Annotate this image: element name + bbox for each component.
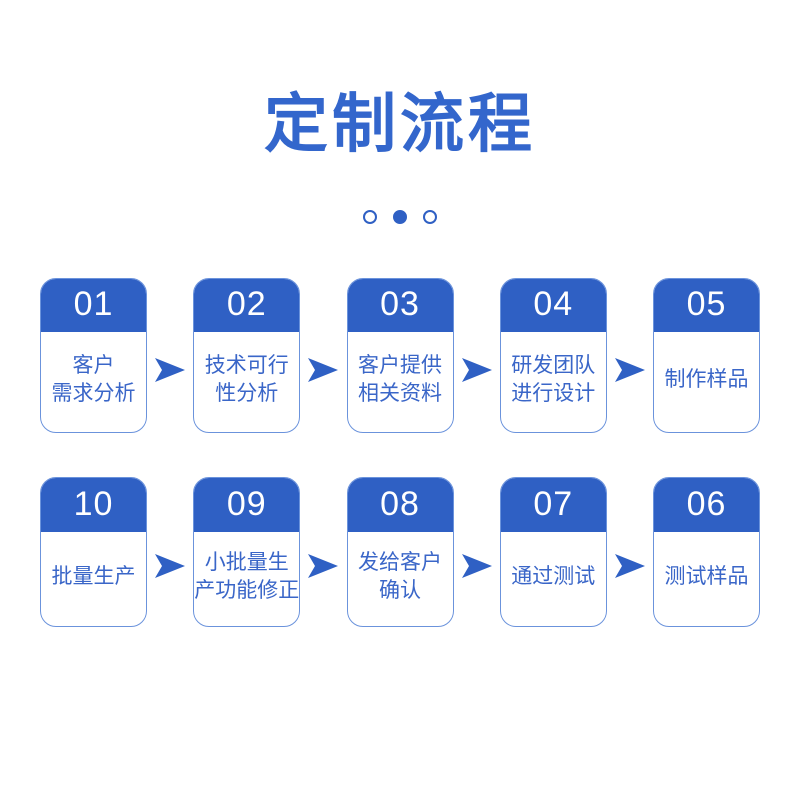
step-number-03: 03: [347, 279, 453, 332]
step-body-04: 研发团队 进行设计: [501, 332, 606, 433]
step-label-line: 研发团队: [511, 353, 596, 377]
step-body-03: 客户提供 相关资料: [348, 332, 453, 433]
step-label-line: 发给客户: [358, 550, 442, 574]
step-label-line: 产功能修正: [194, 578, 300, 602]
step-card-04[interactable]: 04 研发团队 进行设计: [499, 278, 607, 433]
step-label-line: 相关资料: [358, 381, 442, 405]
step-body-10: 批量生产: [41, 532, 146, 627]
step-body-01: 客户 需求分析: [41, 332, 146, 433]
step-label-line: 进行设计: [511, 381, 596, 405]
flow-connector-2: [300, 278, 346, 433]
step-body-07: 通过测试: [501, 532, 606, 627]
step-body-02: 技术可行 性分析: [194, 332, 299, 433]
flow-connector-1: [147, 278, 193, 433]
step-body-09: 小批量生 产功能修正: [194, 532, 299, 627]
step-label-line: 技术可行: [204, 353, 289, 377]
arrow-right-icon: [461, 554, 492, 578]
step-label-line: 性分析: [215, 381, 279, 405]
flow-connector-6: [300, 477, 346, 627]
step-card-07[interactable]: 07 通过测试: [499, 477, 607, 627]
step-label-line: 小批量生: [204, 550, 289, 574]
step-card-09[interactable]: 09 小批量生 产功能修正: [193, 477, 301, 627]
step-label-line: 测试样品: [664, 564, 749, 588]
flow-row-2: 10 批量生产 09 小批量生 产功能修正 08 发给客户 确认 07: [40, 477, 760, 627]
step-body-08: 发给客户 确认: [348, 532, 453, 627]
arrow-right-icon: [308, 357, 339, 382]
step-label-line: 需求分析: [51, 381, 136, 405]
flow-row-1: 01 客户 需求分析 02 技术可行 性分析 03 客户提供 相关资料: [40, 278, 760, 433]
step-number-01: 01: [41, 279, 146, 332]
step-card-08[interactable]: 08 发给客户 确认: [346, 477, 454, 627]
step-card-03[interactable]: 03 客户提供 相关资料: [346, 278, 454, 433]
page-title: 定制流程: [264, 88, 536, 160]
carousel-dots: [0, 210, 800, 224]
step-label-line: 批量生产: [51, 564, 136, 588]
step-number-05: 05: [654, 279, 759, 332]
step-number-08: 08: [347, 478, 453, 532]
arrow-right-icon: [461, 357, 492, 382]
step-card-02[interactable]: 02 技术可行 性分析: [193, 278, 301, 433]
step-card-01[interactable]: 01 客户 需求分析: [40, 278, 147, 433]
arrow-right-icon: [614, 357, 645, 382]
step-label-line: 制作样品: [664, 367, 749, 391]
flow-connector-7: [454, 477, 500, 627]
arrow-right-icon: [614, 554, 645, 578]
step-number-10: 10: [41, 478, 146, 532]
carousel-dot-2-active[interactable]: [393, 210, 407, 224]
step-label-line: 通过测试: [511, 564, 596, 588]
arrow-right-icon: [155, 554, 186, 578]
flow-connector-5: [147, 477, 193, 627]
arrow-right-icon: [155, 357, 186, 382]
flow-connector-3: [454, 278, 500, 433]
step-label-line: 确认: [379, 578, 421, 602]
flow-connector-4: [607, 278, 653, 433]
step-label-line: 客户提供: [358, 353, 442, 377]
step-label-line: 客户: [72, 353, 115, 377]
step-body-06: 测试样品: [654, 532, 759, 627]
step-body-05: 制作样品: [654, 332, 759, 433]
step-card-06[interactable]: 06 测试样品: [653, 477, 760, 627]
page-title-container: 定制流程: [0, 88, 800, 160]
step-number-04: 04: [500, 279, 606, 332]
step-number-09: 09: [194, 478, 300, 532]
arrow-right-icon: [308, 554, 339, 578]
step-card-10[interactable]: 10 批量生产: [40, 477, 147, 627]
carousel-dot-3[interactable]: [423, 210, 437, 224]
flow-connector-8: [607, 477, 653, 627]
step-number-07: 07: [500, 478, 606, 532]
step-card-05[interactable]: 05 制作样品: [653, 278, 760, 433]
step-number-02: 02: [194, 279, 300, 332]
carousel-dot-1[interactable]: [363, 210, 377, 224]
step-number-06: 06: [654, 478, 759, 532]
